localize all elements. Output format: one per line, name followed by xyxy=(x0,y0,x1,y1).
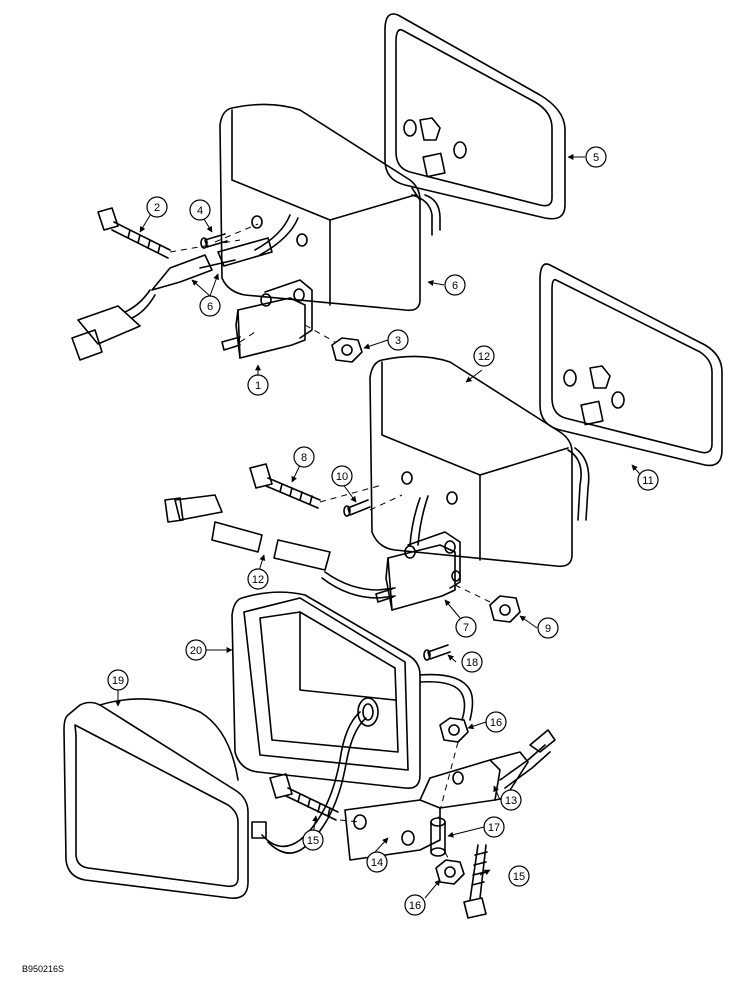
mounting-bracket-lower xyxy=(344,751,529,861)
svg-text:5: 5 xyxy=(593,152,599,164)
svg-text:18: 18 xyxy=(466,657,478,669)
callout-5: 5 xyxy=(585,146,607,168)
svg-text:17: 17 xyxy=(488,822,500,834)
wire-harness-middle xyxy=(164,494,429,599)
svg-text:2: 2 xyxy=(154,202,160,214)
bolt-middle xyxy=(249,463,321,509)
spacer-lower xyxy=(430,817,446,857)
svg-text:4: 4 xyxy=(197,205,203,217)
figure-code: B950216S xyxy=(22,964,64,974)
svg-text:13: 13 xyxy=(505,795,517,807)
svg-text:16: 16 xyxy=(409,900,421,912)
svg-text:20: 20 xyxy=(190,645,202,657)
callout-19: 19 xyxy=(107,669,129,691)
callout-11: 11 xyxy=(637,469,659,491)
svg-text:15: 15 xyxy=(307,835,319,847)
callout-6-housing: 6 xyxy=(444,274,466,296)
callout-15-left: 15 xyxy=(302,829,324,851)
lamp-housing-middle xyxy=(369,355,590,568)
svg-text:10: 10 xyxy=(336,471,348,483)
callout-12-housing: 12 xyxy=(473,345,495,367)
alignment-lines xyxy=(169,223,491,863)
svg-text:6: 6 xyxy=(452,280,458,292)
callout-20: 20 xyxy=(185,639,207,661)
svg-text:16: 16 xyxy=(490,717,502,729)
svg-text:15: 15 xyxy=(513,871,525,883)
callout-1: 1 xyxy=(247,374,269,396)
svg-text:12: 12 xyxy=(252,574,264,586)
callout-3: 3 xyxy=(387,329,409,351)
callout-10: 10 xyxy=(331,465,353,487)
nut-lower-top xyxy=(439,717,469,743)
svg-text:19: 19 xyxy=(112,675,124,687)
callout-2: 2 xyxy=(146,196,168,218)
bracket-upper xyxy=(221,279,313,359)
bolt-lower-left xyxy=(269,773,339,821)
pigtail-lower xyxy=(499,729,556,789)
callout-6-harness: 6 xyxy=(199,295,221,317)
callout-7: 7 xyxy=(455,616,477,638)
callout-9: 9 xyxy=(537,617,559,639)
lens-lower xyxy=(63,698,367,899)
lamp-housing-upper xyxy=(219,103,441,312)
screw-lower xyxy=(423,644,451,661)
callout-17: 17 xyxy=(483,816,505,838)
svg-text:1: 1 xyxy=(255,380,261,392)
lens-upper xyxy=(384,13,566,220)
callout-18: 18 xyxy=(461,651,483,673)
callout-4: 4 xyxy=(189,199,211,221)
bracket-middle xyxy=(375,531,461,611)
nut-middle xyxy=(489,595,521,623)
lamp-housing-lower xyxy=(231,591,474,790)
svg-text:8: 8 xyxy=(301,452,307,464)
svg-text:11: 11 xyxy=(642,475,653,487)
callout-8: 8 xyxy=(293,446,315,468)
bolt-upper xyxy=(97,207,171,259)
callout-12-harness: 12 xyxy=(247,568,269,590)
callout-16-bottom: 16 xyxy=(404,894,426,916)
wire-harness-upper xyxy=(71,214,299,361)
callout-14: 14 xyxy=(366,851,388,873)
svg-text:7: 7 xyxy=(463,622,469,634)
svg-text:3: 3 xyxy=(395,335,401,347)
nut-upper xyxy=(331,337,363,363)
svg-text:14: 14 xyxy=(371,857,383,869)
svg-text:9: 9 xyxy=(545,623,551,635)
bolt-lower-right xyxy=(463,844,488,919)
callout-15-right: 15 xyxy=(508,865,530,887)
callout-16-top: 16 xyxy=(485,711,507,733)
svg-text:12: 12 xyxy=(478,351,490,363)
screw-middle xyxy=(343,499,371,517)
svg-text:6: 6 xyxy=(207,301,213,313)
callout-13: 13 xyxy=(500,789,522,811)
lens-middle xyxy=(539,263,723,467)
callout-leaders xyxy=(115,154,646,899)
